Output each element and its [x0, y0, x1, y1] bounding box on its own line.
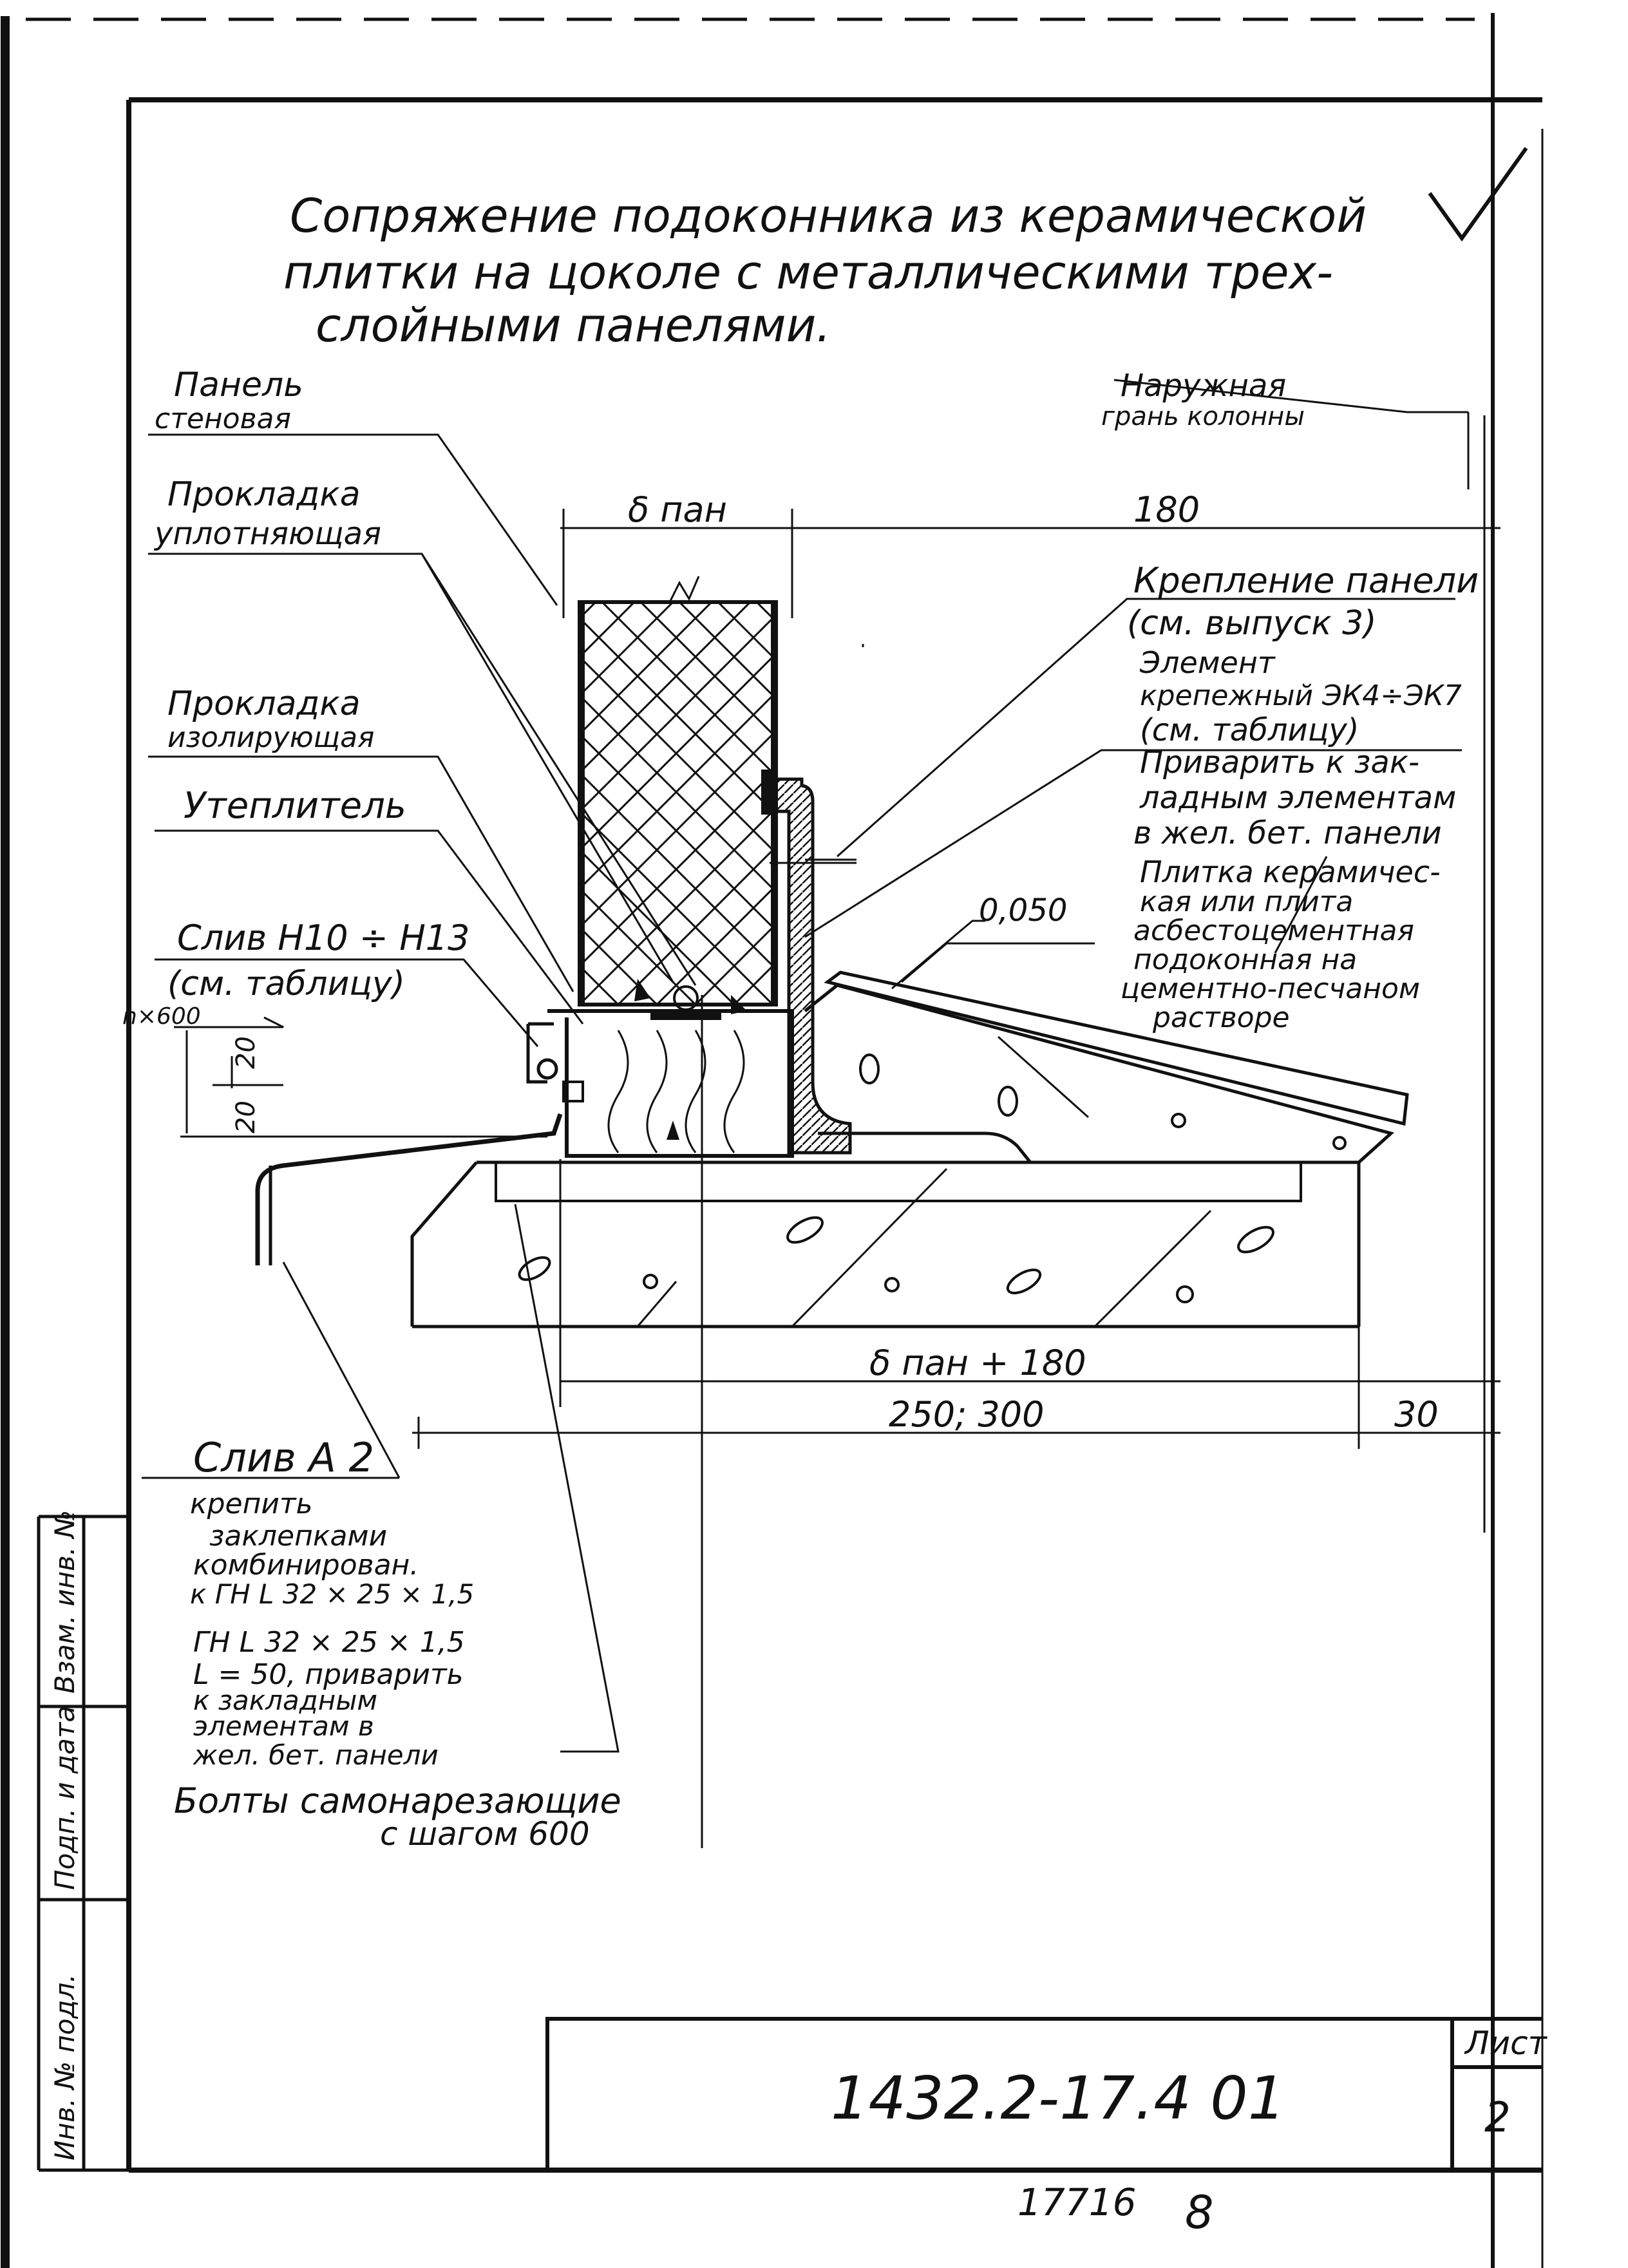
sheet-label: Лист [1464, 2025, 1548, 2062]
sheet-number: 2 [1484, 2094, 1511, 2142]
label-drip-a2-desc-4: к ГН L 32 × 25 × 1,5 [190, 1578, 474, 1610]
label-fastening-2: (см. выпуск 3) [1127, 604, 1377, 643]
annotations: Панель стеновая Прокладка уплотняющая Пр… [153, 366, 1479, 1853]
title-line-1: Сопряжение подоконника из керамической [290, 189, 1367, 243]
title-line-2: плитки на цоколе с металлическими трех- [283, 245, 1333, 299]
dim-delta-pan: δ пан [628, 489, 727, 530]
label-gasket-seal-1: Прокладка [167, 475, 361, 514]
label-gn-5: жел. бет. панели [193, 1739, 439, 1771]
label-drip-a2-desc-3: комбинирован. [193, 1549, 419, 1582]
label-drip-h-2: (см. таблицу) [167, 965, 405, 1003]
side-cell-inv: Инв. № подл. [49, 1974, 80, 2160]
label-tile-3: асбестоцементная [1133, 914, 1414, 947]
label-weld-3: в жел. бет. панели [1133, 815, 1442, 851]
label-weld-1: Приварить к зак- [1140, 744, 1419, 780]
label-gasket-insul-1: Прокладка [167, 685, 361, 723]
ceramic-tile [824, 970, 1409, 1126]
label-tile-5: цементно-песчаном [1121, 972, 1420, 1005]
side-stamp: Взам. инв. № Подп. и дата Инв. № подл. [37, 1510, 129, 2172]
doc-number: 1432.2-17.4 01 [831, 2064, 1285, 2133]
label-bolts-2: с шагом 600 [380, 1815, 590, 1853]
label-gn-2: L = 50, приварить [193, 1658, 464, 1691]
sheet-frame [1, 13, 1544, 2268]
dimension-texts: δ пан 180 0,050 n×600 20 20 δ пан + 180 … [122, 489, 1439, 1435]
label-drip-a2-desc-1: крепить [190, 1488, 313, 1520]
label-gasket-insul-2: изолирующая [167, 721, 375, 754]
dim-30: 30 [1394, 1394, 1439, 1435]
concrete-base [410, 1160, 1361, 1328]
side-cell-sign: Подп. и дата [49, 1706, 80, 1890]
label-weld-2: ладным элементам [1139, 780, 1456, 816]
drip-a2 [255, 1113, 563, 1265]
dim-n600: n×600 [122, 1003, 201, 1030]
label-outer-face-1: Наружная [1121, 368, 1286, 404]
dim-20b: 20 [231, 1101, 261, 1133]
drawing-title: Сопряжение подоконника из керамической п… [283, 189, 1367, 352]
title-block: 1432.2-17.4 01 Лист 2 17716 8 [545, 2017, 1548, 2239]
dim-sum1: δ пан + 180 [869, 1343, 1086, 1383]
extra-sheet: 8 [1185, 2186, 1214, 2239]
base-gutter [526, 979, 794, 1158]
label-element-1: Элемент [1139, 645, 1276, 680]
dim-20a: 20 [231, 1036, 261, 1069]
wall-panel [578, 576, 778, 1006]
label-drip-h-1: Слив Н10 ÷ Н13 [177, 918, 470, 958]
label-tile-6: растворе [1152, 1001, 1290, 1034]
label-tile-2: кая или плита [1140, 885, 1353, 918]
label-panel-wall-1: Панель [174, 366, 303, 404]
check-mark-icon [1428, 147, 1528, 242]
leader-lines [142, 379, 1470, 1848]
title-line-3: слойными панелями. [316, 298, 831, 352]
label-fastening-1: Крепление панели [1133, 560, 1479, 601]
label-insulation: Утеплитель [184, 785, 406, 827]
label-outer-face-2: грань колонны [1101, 402, 1305, 431]
label-tile-4: подоконная на [1133, 943, 1357, 976]
label-drip-a2-desc-2: заклепками [209, 1520, 387, 1553]
label-panel-wall-2: стеновая [155, 402, 291, 435]
label-gn-3: к закладным [193, 1685, 377, 1716]
label-gn-4: элементам в [193, 1710, 374, 1742]
dim-180: 180 [1133, 489, 1200, 530]
mortar-bed [804, 983, 1395, 1164]
side-cell-replace: Взам. инв. № [49, 1510, 80, 1694]
label-drip-a2: Слив А 2 [193, 1434, 374, 1481]
label-gasket-seal-2: уплотняющая [153, 516, 381, 552]
label-tile-1: Плитка керамичес- [1140, 855, 1441, 889]
dim-level: 0,050 [979, 893, 1067, 929]
dim-sum2: 250; 300 [889, 1394, 1045, 1435]
label-gn-1: ГН L 32 × 25 × 1,5 [193, 1626, 465, 1659]
extra-number: 17716 [1018, 2180, 1137, 2224]
label-element-3: (см. таблицу) [1140, 712, 1359, 748]
label-bolts-1: Болты самонарезающие [174, 1781, 621, 1821]
label-element-2: крепежный ЭК4÷ЭК7 [1140, 679, 1462, 712]
fastening-element [761, 770, 852, 1155]
dimension-lines [174, 415, 1500, 1533]
